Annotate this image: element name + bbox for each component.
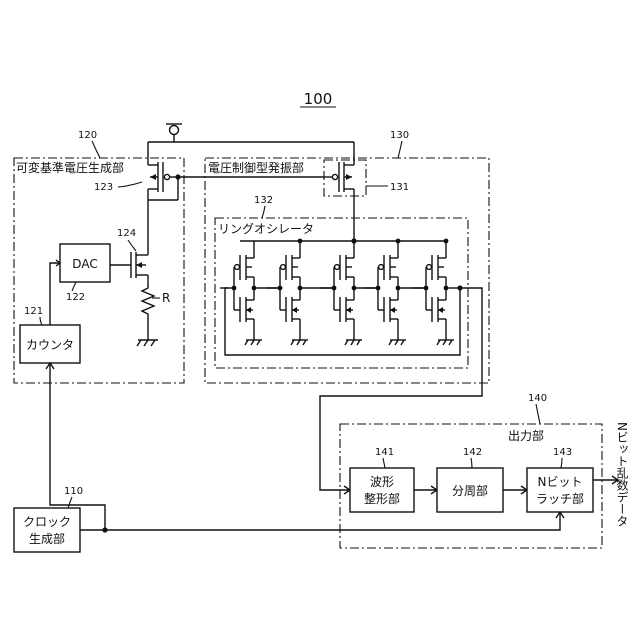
inverter-4-pmos-bubble <box>427 265 432 270</box>
leader-141 <box>383 458 385 468</box>
inverter-0-pmos-bubble <box>235 265 240 270</box>
ref-130: 130 <box>390 130 409 141</box>
wire-counter-dac <box>50 263 60 325</box>
resistor-icon <box>142 282 154 340</box>
ref-121: 121 <box>24 306 43 317</box>
leader-143 <box>561 458 562 468</box>
leader-120 <box>92 141 100 158</box>
figure-ref: 100 <box>304 90 333 108</box>
ref-122: 122 <box>66 292 85 303</box>
resistor-label: R <box>162 291 170 305</box>
leader-130 <box>398 141 402 158</box>
inverter-1-pmos-bubble <box>281 265 286 270</box>
ground-icon <box>137 340 158 346</box>
dac-label: DAC <box>72 257 97 271</box>
leader-121 <box>40 317 42 325</box>
inverter-3-pmos-bubble <box>379 265 384 270</box>
ring-osc-label: リングオシレータ <box>218 222 314 236</box>
latch-label-2: ラッチ部 <box>536 491 584 506</box>
waveform-shaper-label-1: 波形 <box>370 475 394 489</box>
nmos-124-icon <box>131 252 148 282</box>
ref-131: 131 <box>390 182 409 193</box>
leader-122 <box>72 282 76 291</box>
leader-123 <box>118 182 142 187</box>
leader-110 <box>68 497 72 508</box>
output-unit-label: 出力部 <box>508 428 544 443</box>
pmos-131-icon <box>322 142 354 241</box>
counter-label: カウンタ <box>26 338 74 352</box>
clock-gen-label-2: 生成部 <box>29 531 65 546</box>
leader-132 <box>262 206 265 218</box>
ref-124: 124 <box>117 228 136 239</box>
inverter-2-pmos-bubble <box>335 265 340 270</box>
inverter-chain <box>220 239 460 345</box>
vco-label: 電圧制御型発振部 <box>208 160 304 175</box>
clock-counter-line <box>50 363 105 530</box>
variable-ref-voltage-gen-label: 可変基準電圧生成部 <box>16 160 124 175</box>
leader-124 <box>128 240 136 251</box>
leader-142 <box>471 458 472 468</box>
output-signal-label: Nビット乱数データ <box>615 422 629 527</box>
vdd-terminal-icon <box>170 126 179 135</box>
ref-141: 141 <box>375 447 394 458</box>
ring-feedback <box>225 285 482 494</box>
waveform-shaper-label-2: 整形部 <box>364 491 400 506</box>
divider-label: 分周部 <box>452 483 488 498</box>
clock-gen-label-1: クロック <box>23 515 71 529</box>
ref-140: 140 <box>528 393 547 404</box>
ref-143: 143 <box>553 447 572 458</box>
vco-boundary <box>205 158 489 383</box>
leader-140 <box>536 404 540 424</box>
ref-110: 110 <box>64 486 83 497</box>
ref-120: 120 <box>78 130 97 141</box>
clock-line <box>80 512 560 530</box>
ref-123: 123 <box>94 182 113 193</box>
latch-label-1: Nビット <box>538 475 583 489</box>
ref-132: 132 <box>254 195 273 206</box>
pmos-123-icon <box>148 142 178 200</box>
ref-142: 142 <box>463 447 482 458</box>
